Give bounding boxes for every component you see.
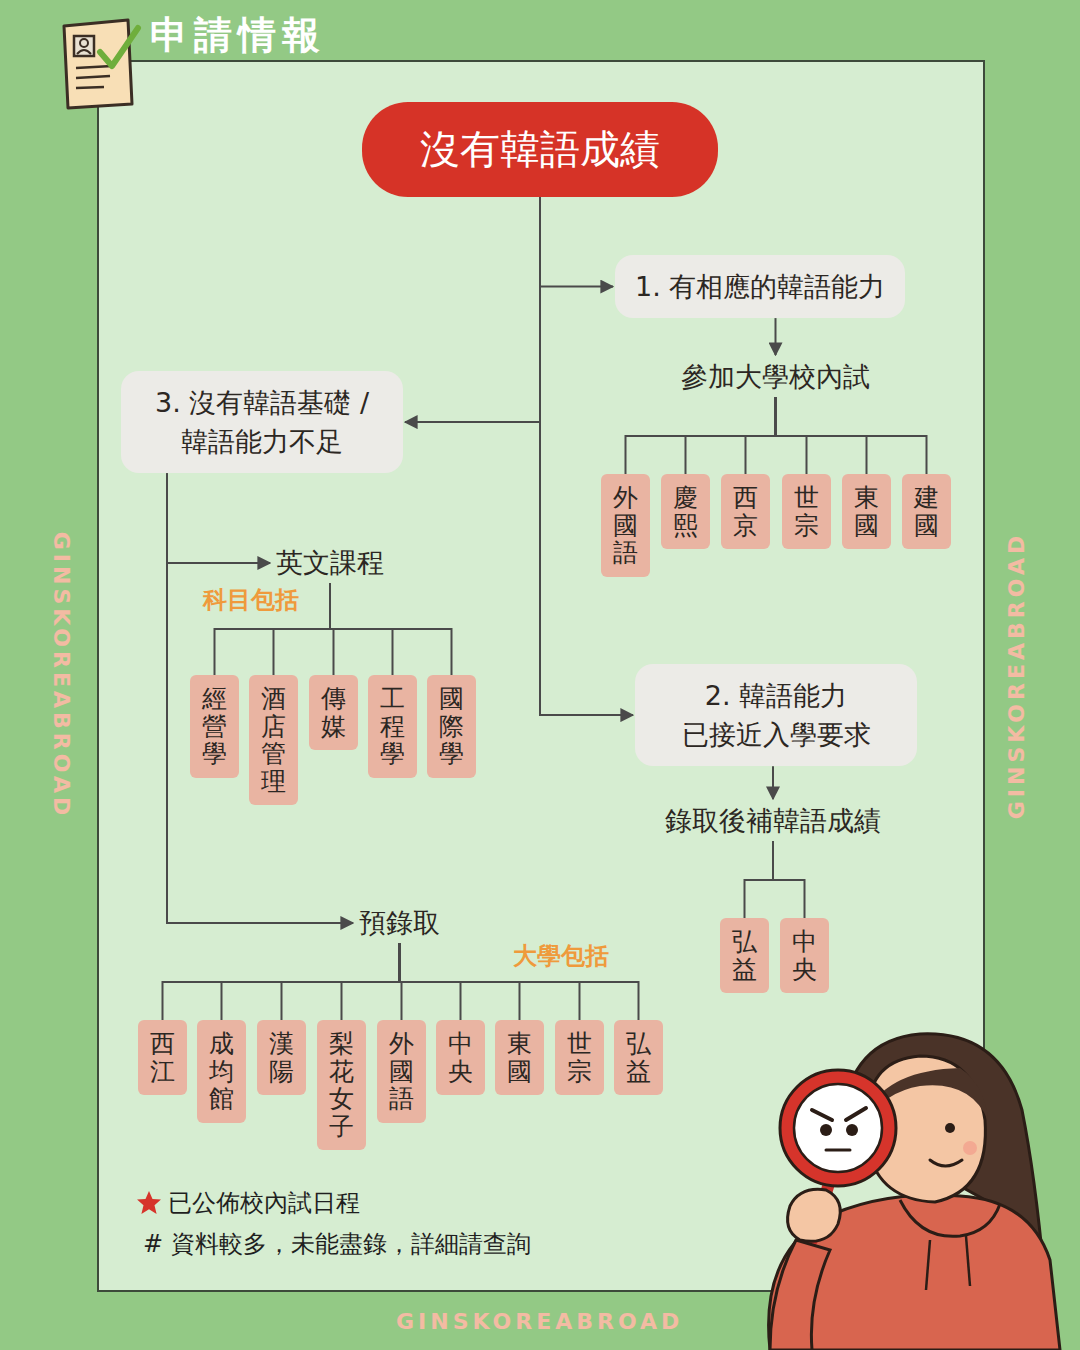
category-box: 1. 有相應的韓語能力 xyxy=(615,255,905,318)
school-box: 建國 xyxy=(902,474,951,549)
text: 西江 xyxy=(150,1030,175,1085)
step-text: 預錄取 xyxy=(355,903,444,943)
school-box: 世宗 xyxy=(555,1020,604,1095)
text: 沒有韓語成績 xyxy=(420,122,660,177)
text: 東國 xyxy=(854,484,879,539)
school-box: 東國 xyxy=(495,1020,544,1095)
school-box: 西江 xyxy=(138,1020,187,1095)
watermark: GINSKOREABROAD xyxy=(49,532,74,819)
school-box: 東國 xyxy=(842,474,891,549)
watermark: GINSKOREABROAD xyxy=(1004,532,1029,819)
text: 參加大學校內試 xyxy=(681,359,870,395)
text: 慶熙 xyxy=(673,484,698,539)
text: 1. 有相應的韓語能力 xyxy=(635,267,885,306)
connector xyxy=(626,397,776,474)
text: 2. 韓語能力 已接近入學要求 xyxy=(655,676,897,754)
legend-text: 已公佈校內試日程 xyxy=(168,1187,360,1219)
text: 3. 沒有韓語基礎 / 韓語能力不足 xyxy=(141,383,383,461)
text: 世宗 xyxy=(794,484,819,539)
category-box: 3. 沒有韓語基礎 / 韓語能力不足 xyxy=(121,371,403,473)
text: 漢陽 xyxy=(269,1030,294,1085)
text: 世宗 xyxy=(567,1030,592,1085)
step-text: 錄取後補韓語成績 xyxy=(661,801,885,841)
star-shape xyxy=(137,1191,161,1214)
connector xyxy=(776,397,927,474)
school-box: 梨花女子 xyxy=(317,1020,366,1150)
text: 英文課程 xyxy=(276,545,384,581)
text: 成均館 xyxy=(209,1030,234,1113)
school-box: 中央 xyxy=(780,918,829,993)
page-title: 申請情報 xyxy=(150,10,326,61)
text: 酒店管理 xyxy=(261,685,286,795)
school-box: 弘益 xyxy=(720,918,769,993)
step-text: 參加大學校內試 xyxy=(677,357,874,397)
school-box: 中央 xyxy=(436,1020,485,1095)
school-box: 外國語 xyxy=(377,1020,426,1123)
footnote: # 資料較多，未能盡錄，詳細請查詢 xyxy=(143,1228,531,1260)
connector xyxy=(167,473,353,923)
text: 梨花女子 xyxy=(329,1030,354,1140)
connector xyxy=(772,766,774,799)
connector xyxy=(540,197,613,287)
school-box: 世宗 xyxy=(782,474,831,549)
connector xyxy=(773,841,805,918)
connector xyxy=(342,943,400,1020)
text: 錄取後補韓語成績 xyxy=(665,803,881,839)
group-label: 大學包括 xyxy=(513,940,609,972)
text: 傳媒 xyxy=(321,685,346,740)
school-box: 成均館 xyxy=(197,1020,246,1123)
connector xyxy=(330,583,452,675)
connector xyxy=(686,397,776,474)
text: 中央 xyxy=(448,1030,473,1085)
text: 中央 xyxy=(792,928,817,983)
text: 工程學 xyxy=(380,685,405,768)
star-symbol xyxy=(136,1190,162,1216)
step-text: 英文課程 xyxy=(272,543,388,583)
school-box: 傳媒 xyxy=(309,675,358,750)
text: 建國 xyxy=(914,484,939,539)
connector xyxy=(775,318,777,355)
school-box: 工程學 xyxy=(368,675,417,778)
text: 弘益 xyxy=(732,928,757,983)
text: 經營學 xyxy=(202,685,227,768)
connector xyxy=(167,473,270,563)
text: 外國語 xyxy=(389,1030,414,1113)
school-box: 漢陽 xyxy=(257,1020,306,1095)
text: 西京 xyxy=(733,484,758,539)
watermark: GINSKOREABROAD xyxy=(396,1309,683,1334)
group-label: 科目包括 xyxy=(203,584,299,616)
connector xyxy=(163,943,400,1020)
text: 預錄取 xyxy=(359,905,440,941)
school-box: 酒店管理 xyxy=(249,675,298,805)
category-box: 2. 韓語能力 已接近入學要求 xyxy=(635,664,917,766)
school-box: 西京 xyxy=(721,474,770,549)
clipboard-icon xyxy=(64,20,138,108)
school-box: 外國語 xyxy=(601,474,650,577)
school-box: 經營學 xyxy=(190,675,239,778)
connector xyxy=(405,197,540,422)
text: 外國語 xyxy=(613,484,638,567)
text: 東國 xyxy=(507,1030,532,1085)
school-box: 國際學 xyxy=(427,675,476,778)
connector xyxy=(282,943,400,1020)
text: 國際學 xyxy=(439,685,464,768)
text: 弘益 xyxy=(626,1030,651,1085)
connector xyxy=(222,943,400,1020)
connector xyxy=(746,397,776,474)
school-box: 慶熙 xyxy=(661,474,710,549)
school-box: 弘益 xyxy=(614,1020,663,1095)
connector xyxy=(745,841,774,918)
girl-illustration xyxy=(769,1034,1060,1350)
root-pill: 沒有韓語成績 xyxy=(362,102,718,197)
